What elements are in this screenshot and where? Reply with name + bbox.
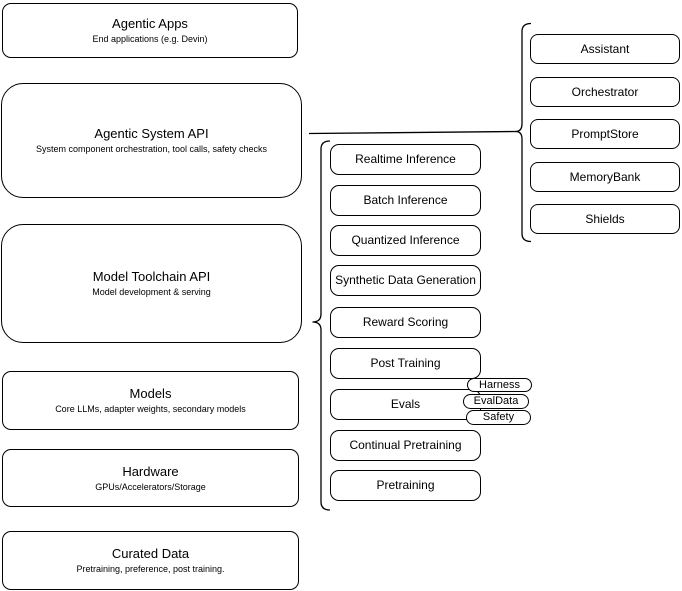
node-memorybank: MemoryBank: [530, 162, 680, 192]
node-title: Model Toolchain API: [92, 269, 211, 284]
node-curated-data: Curated Data Pretraining, preference, po…: [2, 531, 299, 590]
node-realtime-inference: Realtime Inference: [330, 144, 481, 175]
node-agentic-system-api: Agentic System API System component orch…: [1, 83, 302, 198]
node-subtitle: Model development & serving: [92, 287, 211, 297]
node-title: Models: [129, 386, 172, 401]
tag-harness: Harness: [467, 378, 532, 392]
node-promptstore: PromptStore: [530, 119, 680, 149]
node-subtitle: End applications (e.g. Devin): [92, 34, 208, 44]
node-models: Models Core LLMs, adapter weights, secon…: [2, 371, 299, 430]
node-reward-scoring: Reward Scoring: [330, 307, 481, 338]
node-synthetic-data-generation: Synthetic Data Generation: [330, 265, 481, 296]
node-hardware: Hardware GPUs/Accelerators/Storage: [2, 449, 299, 507]
node-model-toolchain-api: Model Toolchain API Model development & …: [1, 224, 302, 343]
toolchain-components-brace: [312, 140, 331, 511]
node-subtitle: GPUs/Accelerators/Storage: [95, 481, 206, 492]
node-agentic-apps: Agentic Apps End applications (e.g. Devi…: [2, 3, 298, 58]
node-title: Agentic Apps: [112, 16, 188, 31]
tag-safety: Safety: [466, 410, 531, 425]
node-evals: Evals: [330, 389, 481, 420]
node-pretraining: Pretraining: [330, 470, 481, 501]
node-post-training: Post Training: [330, 348, 481, 379]
node-quantized-inference: Quantized Inference: [330, 225, 481, 256]
node-title: Curated Data: [111, 546, 190, 561]
node-title: Hardware: [122, 463, 179, 479]
node-shields: Shields: [530, 204, 680, 234]
node-assistant: Assistant: [530, 34, 680, 64]
system-components-brace: [515, 22, 532, 243]
node-subtitle: System component orchestration, tool cal…: [35, 144, 268, 154]
node-continual-pretraining: Continual Pretraining: [330, 430, 481, 461]
node-subtitle: Pretraining, preference, post training.: [76, 564, 225, 574]
system-api-connector-line: [308, 130, 517, 135]
node-orchestrator: Orchestrator: [530, 77, 680, 107]
node-title: Agentic System API: [94, 126, 209, 141]
node-subtitle: Core LLMs, adapter weights, secondary mo…: [55, 404, 246, 414]
tag-evaldata: EvalData: [463, 394, 529, 409]
node-batch-inference: Batch Inference: [330, 185, 481, 216]
